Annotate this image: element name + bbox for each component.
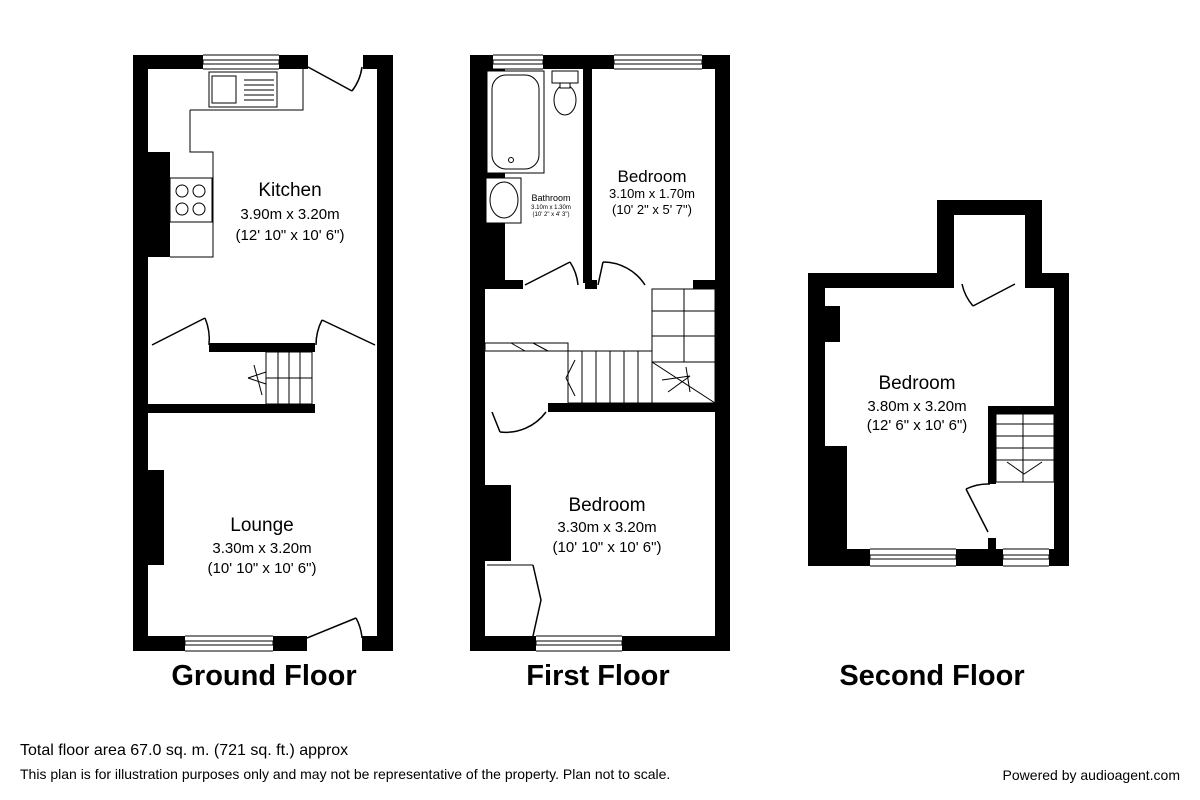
- bedroom-small-size-metric: 3.10m x 1.70m: [609, 186, 695, 201]
- lounge-size-metric: 3.30m x 3.20m: [212, 540, 311, 557]
- bathroom-size-imperial: (10' 2" x 4' 3"): [533, 212, 570, 218]
- ground-floor-title: Ground Floor: [171, 660, 356, 692]
- first-floor-doors: [487, 261, 646, 637]
- second-floor-bedroom-size-imperial: (12' 6" x 10' 6"): [867, 417, 968, 434]
- second-floor-openings: [870, 273, 1049, 566]
- disclaimer: This plan is for illustration purposes o…: [20, 766, 671, 782]
- bathroom-fittings: [485, 70, 579, 224]
- toilet-icon: [551, 70, 579, 84]
- bedroom-main-size-imperial: (10' 10" x 10' 6"): [553, 539, 662, 556]
- second-floor-plan: [808, 200, 1069, 567]
- second-floor-stairs: [995, 413, 1055, 483]
- first-floor-stairs: [484, 288, 716, 404]
- bathroom-name: Bathroom: [531, 193, 570, 203]
- ground-floor-doors: [151, 66, 376, 639]
- second-floor-doors: [961, 283, 1016, 549]
- ground-floor-openings: [185, 55, 363, 651]
- kitchen-fittings: [169, 69, 304, 258]
- bedroom-small-size-imperial: (10' 2" x 5' 7"): [612, 202, 692, 217]
- first-floor-windows: [492, 54, 703, 652]
- lounge-name: Lounge: [230, 515, 293, 536]
- powered-by: Powered by audioagent.com: [1002, 767, 1180, 783]
- lounge-size-imperial: (10' 10" x 10' 6"): [208, 560, 317, 577]
- second-floor-bedroom-size-metric: 3.80m x 3.20m: [867, 398, 966, 415]
- second-floor-windows: [869, 548, 1050, 567]
- total-floor-area: Total floor area 67.0 sq. m. (721 sq. ft…: [20, 742, 349, 759]
- room-labels: Kitchen 3.90m x 3.20m (12' 10" x 10' 6")…: [208, 167, 968, 577]
- bathroom-size-metric: 3.10m x 1.30m: [531, 205, 571, 211]
- ground-floor-plan: [133, 54, 393, 652]
- second-floor-title: Second Floor: [839, 660, 1024, 692]
- ground-floor-windows: [184, 54, 280, 652]
- kitchen-size-imperial: (12' 10" x 10' 6"): [236, 227, 345, 244]
- bedroom-main-name: Bedroom: [568, 495, 645, 516]
- bedroom-main-size-metric: 3.30m x 3.20m: [557, 519, 656, 536]
- floor-titles: Ground Floor First Floor Second Floor: [171, 660, 1024, 692]
- kitchen-size-metric: 3.90m x 3.20m: [240, 206, 339, 223]
- first-floor-openings: [493, 55, 702, 651]
- second-floor-bedroom-name: Bedroom: [878, 373, 955, 394]
- bedroom-small-name: Bedroom: [618, 167, 687, 186]
- kitchen-name: Kitchen: [258, 180, 321, 201]
- ground-floor-stairs: [247, 351, 313, 405]
- first-floor-plan: [470, 54, 730, 652]
- hob-icon: [169, 177, 213, 223]
- first-floor-title: First Floor: [526, 660, 669, 692]
